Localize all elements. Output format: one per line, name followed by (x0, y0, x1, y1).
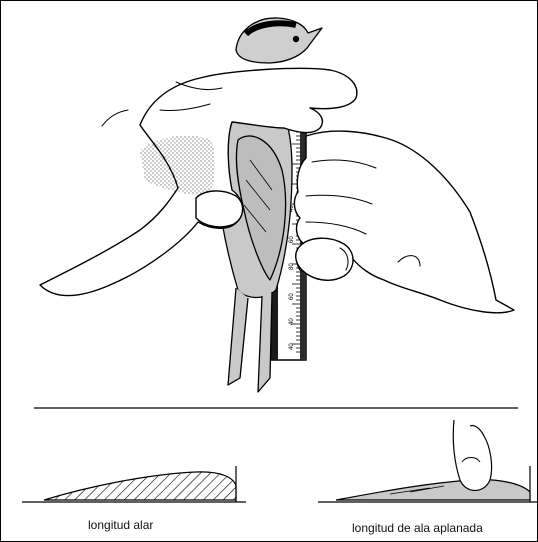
palm-stipple (140, 136, 215, 195)
wing-length-caption: longitud alar (88, 518, 153, 532)
bird-eye (293, 36, 299, 42)
flattened-wing (336, 480, 530, 500)
ruler-label: 40 (289, 343, 295, 350)
wing-length-diagram (22, 466, 246, 502)
ruler-label: 40 (289, 318, 295, 325)
left-thumb (196, 191, 243, 227)
pressing-finger (453, 420, 491, 491)
folded-wing (44, 472, 236, 500)
flattened-wing-length-caption: longitud de ala aplanada (352, 521, 483, 535)
right-hand (294, 131, 514, 313)
bird-tail (228, 288, 272, 392)
ruler-label: 80 (289, 263, 295, 270)
ruler-label: 60 (289, 293, 295, 300)
ruler-label: 60 (289, 236, 295, 243)
flattened-wing-diagram (318, 420, 538, 502)
